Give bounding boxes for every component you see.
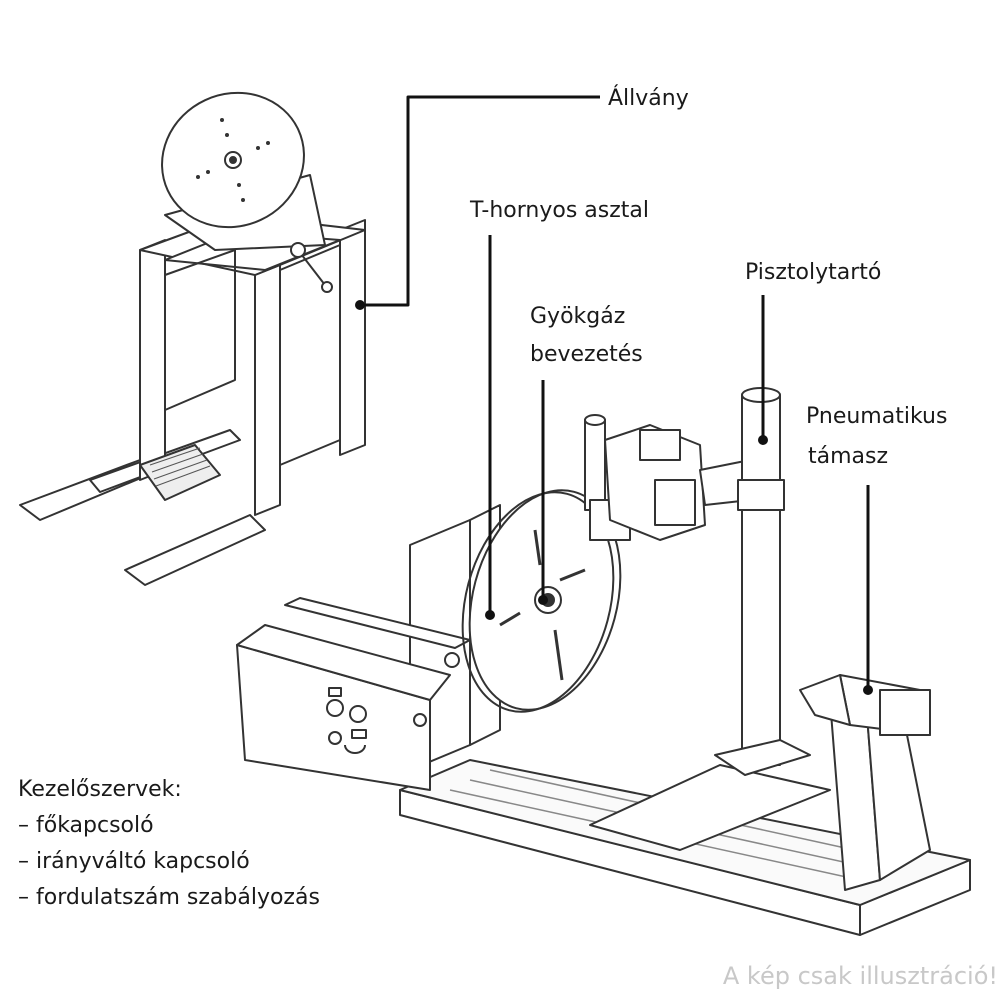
control-item: – főkapcsoló bbox=[18, 813, 154, 838]
controls-list: Kezelőszervek: – főkapcsoló – irányváltó… bbox=[18, 772, 320, 916]
label-stand: Állvány bbox=[608, 86, 689, 111]
label-root-gas-2: bevezetés bbox=[530, 342, 643, 367]
disclaimer: A kép csak illusztráció! bbox=[722, 962, 998, 990]
label-root-gas-1: Gyökgáz bbox=[530, 304, 626, 329]
label-torch-holder: Pisztolytartó bbox=[745, 260, 882, 285]
stand-positioner bbox=[19, 91, 366, 586]
control-item: – irányváltó kapcsoló bbox=[18, 849, 250, 874]
label-pneumatic-2: támasz bbox=[808, 444, 889, 469]
controls-title: Kezelőszervek: bbox=[18, 777, 182, 802]
control-item: – fordulatszám szabályozás bbox=[18, 885, 320, 910]
label-pneumatic-1: Pneumatikus bbox=[806, 404, 948, 429]
leader-lines bbox=[360, 95, 870, 690]
label-t-slot-table: T-hornyos asztal bbox=[470, 198, 650, 223]
